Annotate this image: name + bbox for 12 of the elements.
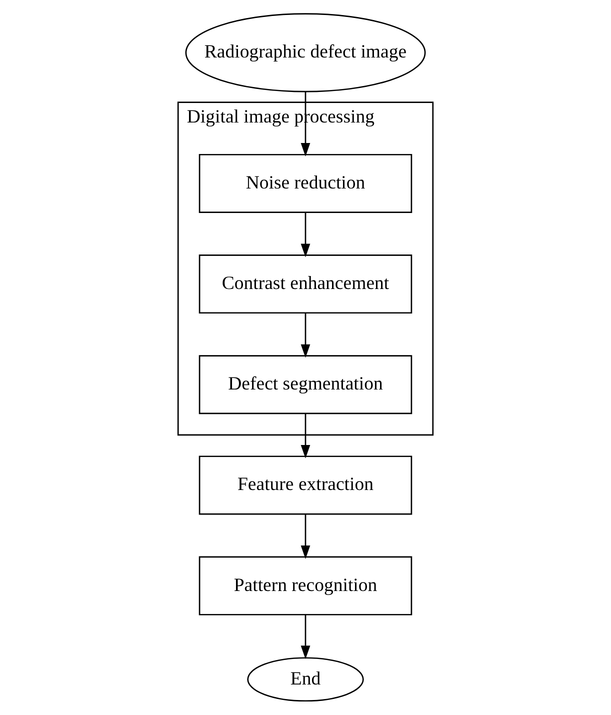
node-box: Pattern recognition xyxy=(198,556,412,616)
node-box: Contrast enhancement xyxy=(198,254,412,314)
arrow xyxy=(300,514,310,559)
node-ellipse: End xyxy=(247,657,364,702)
node-box: Feature extraction xyxy=(198,456,412,515)
node-ellipse: Radiographic defect image xyxy=(185,13,426,92)
node-box: Defect segmentation xyxy=(198,355,412,414)
arrow xyxy=(300,212,310,258)
arrow xyxy=(300,614,310,660)
node-box: Noise reduction xyxy=(198,154,412,213)
arrow xyxy=(300,414,310,458)
arrow xyxy=(300,313,310,358)
